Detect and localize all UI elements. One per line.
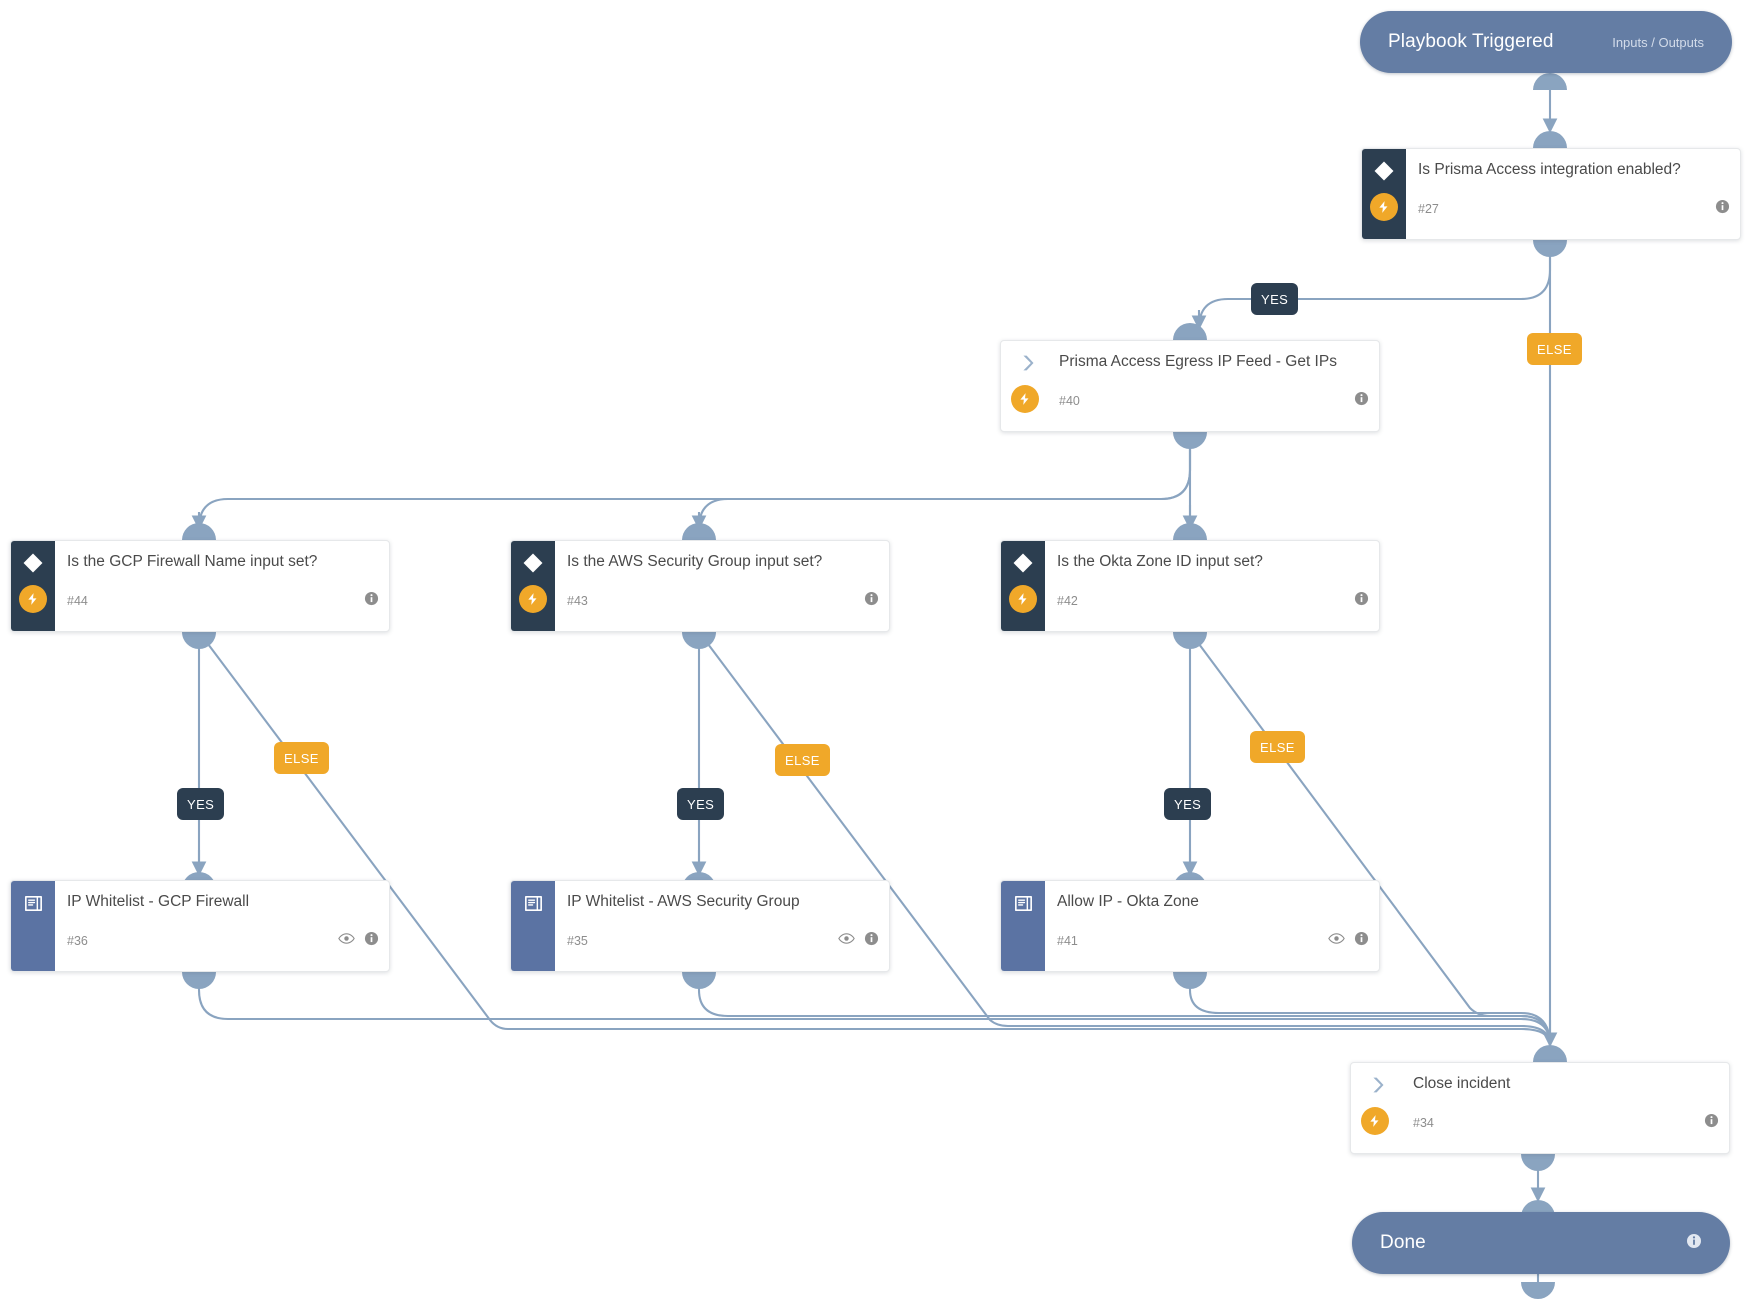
node-id-label: #27 bbox=[1418, 202, 1439, 216]
connector-knob bbox=[682, 523, 716, 540]
node-close-incident[interactable]: Close incident #34 bbox=[1350, 1062, 1730, 1154]
branch-label-else-44[interactable]: ELSE bbox=[274, 742, 329, 774]
subplaybook-icon-block bbox=[1001, 881, 1045, 971]
node-id-label: #44 bbox=[67, 594, 88, 608]
branch-label-else-27[interactable]: ELSE bbox=[1527, 333, 1582, 365]
node-id-label: #41 bbox=[1057, 934, 1078, 948]
connector-knob bbox=[1173, 323, 1207, 340]
branch-label-yes-44[interactable]: YES bbox=[177, 788, 225, 820]
node-prisma-access-egress-ip-feed-get-ips[interactable]: Prisma Access Egress IP Feed - Get IPs #… bbox=[1000, 340, 1380, 432]
node-is-the-okta-zone-id-input-set[interactable]: Is the Okta Zone ID input set? #42 bbox=[1000, 540, 1380, 632]
automation-bolt-icon bbox=[1361, 1107, 1389, 1135]
node-id-label: #34 bbox=[1413, 1116, 1434, 1130]
branch-label-yes-43[interactable]: YES bbox=[677, 788, 725, 820]
connector-knob bbox=[1173, 632, 1207, 649]
info-icon[interactable] bbox=[1704, 1113, 1719, 1133]
connector-knob bbox=[682, 632, 716, 649]
info-icon[interactable] bbox=[864, 931, 879, 951]
node-done[interactable]: Done bbox=[1352, 1212, 1730, 1274]
connector-knob bbox=[1173, 523, 1207, 540]
connector-knob bbox=[182, 972, 216, 989]
automation-bolt-icon bbox=[1011, 385, 1039, 413]
eye-icon[interactable] bbox=[1328, 932, 1345, 950]
node-footer-icons[interactable] bbox=[838, 931, 879, 951]
diamond-icon bbox=[1362, 149, 1406, 193]
automation-bolt-icon bbox=[1009, 585, 1037, 613]
node-id-label: #35 bbox=[567, 934, 588, 948]
playbook-triggered-title: Playbook Triggered bbox=[1388, 31, 1554, 52]
branch-label-yes-27[interactable]: YES bbox=[1251, 283, 1299, 315]
connector-knob bbox=[1521, 1282, 1555, 1299]
connector-knob bbox=[1173, 432, 1207, 449]
info-icon[interactable] bbox=[864, 591, 879, 611]
chevron-right-icon bbox=[1013, 341, 1043, 385]
node-title: Is Prisma Access integration enabled? bbox=[1418, 161, 1681, 178]
connector-knob bbox=[1533, 131, 1567, 148]
node-title: IP Whitelist - AWS Security Group bbox=[567, 893, 800, 910]
connector-knob bbox=[182, 523, 216, 540]
node-ip-whitelist-aws-security-group[interactable]: IP Whitelist - AWS Security Group #35 bbox=[510, 880, 890, 972]
node-footer-icons[interactable] bbox=[1715, 199, 1730, 219]
diamond-icon bbox=[1001, 541, 1045, 585]
info-icon[interactable] bbox=[1715, 199, 1730, 219]
branch-label-else-43[interactable]: ELSE bbox=[775, 744, 830, 776]
node-footer-icons[interactable] bbox=[364, 591, 379, 611]
node-id-label: #40 bbox=[1059, 394, 1080, 408]
connector-knob bbox=[682, 972, 716, 989]
automation-bolt-icon bbox=[19, 585, 47, 613]
info-icon[interactable] bbox=[1354, 591, 1369, 611]
branch-label-else-42[interactable]: ELSE bbox=[1250, 731, 1305, 763]
chevron-right-icon bbox=[1363, 1063, 1393, 1107]
node-playbook-triggered[interactable]: Playbook Triggered Inputs / Outputs bbox=[1360, 11, 1732, 73]
node-footer-icons[interactable] bbox=[1328, 931, 1369, 951]
node-ip-whitelist-gcp-firewall[interactable]: IP Whitelist - GCP Firewall #36 bbox=[10, 880, 390, 972]
connector-knob bbox=[1173, 972, 1207, 989]
info-icon[interactable] bbox=[364, 591, 379, 611]
eye-icon[interactable] bbox=[838, 932, 855, 950]
connector-knob bbox=[1533, 240, 1567, 257]
subplaybook-icon-block bbox=[511, 881, 555, 971]
node-title: Allow IP - Okta Zone bbox=[1057, 893, 1199, 910]
node-footer-icons[interactable] bbox=[864, 591, 879, 611]
node-id-label: #36 bbox=[67, 934, 88, 948]
automation-bolt-icon bbox=[1370, 193, 1398, 221]
node-title: Is the AWS Security Group input set? bbox=[567, 553, 823, 570]
regular-icon-block bbox=[1351, 1063, 1395, 1153]
info-icon[interactable] bbox=[1354, 931, 1369, 951]
node-title: IP Whitelist - GCP Firewall bbox=[67, 893, 250, 910]
node-footer-icons[interactable] bbox=[1354, 391, 1369, 411]
connector-knob bbox=[1521, 1154, 1555, 1171]
connector-knob bbox=[182, 632, 216, 649]
info-icon[interactable] bbox=[364, 931, 379, 951]
node-footer-icons[interactable] bbox=[1354, 591, 1369, 611]
inputs-outputs-link[interactable]: Inputs / Outputs bbox=[1612, 34, 1704, 50]
info-icon[interactable] bbox=[1686, 1233, 1702, 1254]
connector-knob bbox=[1533, 73, 1567, 90]
eye-icon[interactable] bbox=[338, 932, 355, 950]
node-title: Close incident bbox=[1413, 1075, 1511, 1092]
branch-label-yes-42[interactable]: YES bbox=[1164, 788, 1212, 820]
node-allow-ip-okta-zone[interactable]: Allow IP - Okta Zone #41 bbox=[1000, 880, 1380, 972]
diamond-icon bbox=[511, 541, 555, 585]
book-icon bbox=[511, 881, 555, 925]
done-title: Done bbox=[1380, 1232, 1426, 1253]
subplaybook-icon-block bbox=[11, 881, 55, 971]
info-icon[interactable] bbox=[1354, 391, 1369, 411]
automation-bolt-icon bbox=[519, 585, 547, 613]
node-is-the-aws-security-group-input-set[interactable]: Is the AWS Security Group input set? #43 bbox=[510, 540, 890, 632]
node-id-label: #42 bbox=[1057, 594, 1078, 608]
node-is-the-gcp-firewall-name-input-set[interactable]: Is the GCP Firewall Name input set? #44 bbox=[10, 540, 390, 632]
node-title: Is the GCP Firewall Name input set? bbox=[67, 553, 318, 570]
node-footer-icons[interactable] bbox=[1704, 1113, 1719, 1133]
node-footer-icons[interactable] bbox=[338, 931, 379, 951]
book-icon bbox=[11, 881, 55, 925]
node-is-prisma-access-integration-enabled[interactable]: Is Prisma Access integration enabled? #2… bbox=[1361, 148, 1741, 240]
node-title: Prisma Access Egress IP Feed - Get IPs bbox=[1059, 353, 1337, 370]
book-icon bbox=[1001, 881, 1045, 925]
connector-knob bbox=[1533, 1045, 1567, 1062]
node-title: Is the Okta Zone ID input set? bbox=[1057, 553, 1263, 570]
regular-icon-block bbox=[1001, 341, 1045, 431]
node-id-label: #43 bbox=[567, 594, 588, 608]
diamond-icon bbox=[11, 541, 55, 585]
